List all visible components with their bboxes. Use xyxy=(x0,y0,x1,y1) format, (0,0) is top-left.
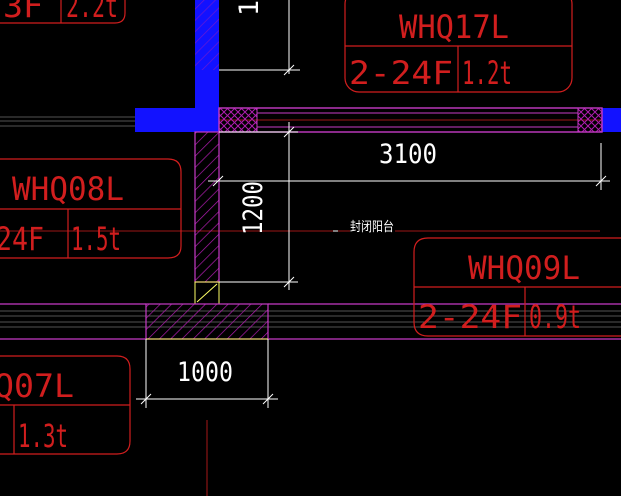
wall-structure xyxy=(0,0,621,340)
wall-crosshatch-right xyxy=(577,107,603,133)
tag-top-left-floors: 3F xyxy=(3,0,43,25)
room-label: 封闭阳台 xyxy=(350,220,394,235)
dim-top-partial: 1 xyxy=(234,0,265,16)
wall-bottom-slab xyxy=(145,303,269,340)
wall-right-end xyxy=(602,108,621,132)
tag-whq07l-name: Q07L xyxy=(0,367,74,405)
tag-whq09l-name: WHQ09L xyxy=(468,249,580,287)
tag-whq17l-load: 1.2t xyxy=(462,54,512,92)
tag-top-left-box xyxy=(0,0,126,24)
tag-whq17l-name: WHQ17L xyxy=(399,8,509,46)
tag-top-left-load: 2.2t xyxy=(66,0,118,25)
wall-left-stub xyxy=(135,108,219,132)
dim-height-left: 1200 xyxy=(238,181,269,235)
tag-whq08l-load: 1.5t xyxy=(71,220,121,258)
tag-whq09l-floors: 2-24F xyxy=(418,298,522,336)
dimension-labels: 1 3100 1200 1000 xyxy=(177,0,437,388)
guide-lines xyxy=(0,0,621,328)
tag-whq17l-floors: 2-24F xyxy=(349,54,453,92)
tag-whq08l-name: WHQ08L xyxy=(12,170,124,208)
dim-width-bottom: 1000 xyxy=(177,357,233,388)
dimensions xyxy=(136,0,610,408)
dim-width-top: 3100 xyxy=(379,139,437,170)
tag-whq07l-load: 1.3t xyxy=(18,417,68,455)
tag-texts: 3F 2.2t WHQ17L 2-24F 1.2t WHQ08L 24F 1.5… xyxy=(0,0,581,455)
wall-vertical-hatched xyxy=(194,131,220,283)
tag-boxes xyxy=(0,0,621,455)
tag-whq08l-floors: 24F xyxy=(0,220,44,258)
wall-crosshatch-left xyxy=(218,107,258,133)
tag-whq09l-load: 0.9t xyxy=(529,298,581,336)
